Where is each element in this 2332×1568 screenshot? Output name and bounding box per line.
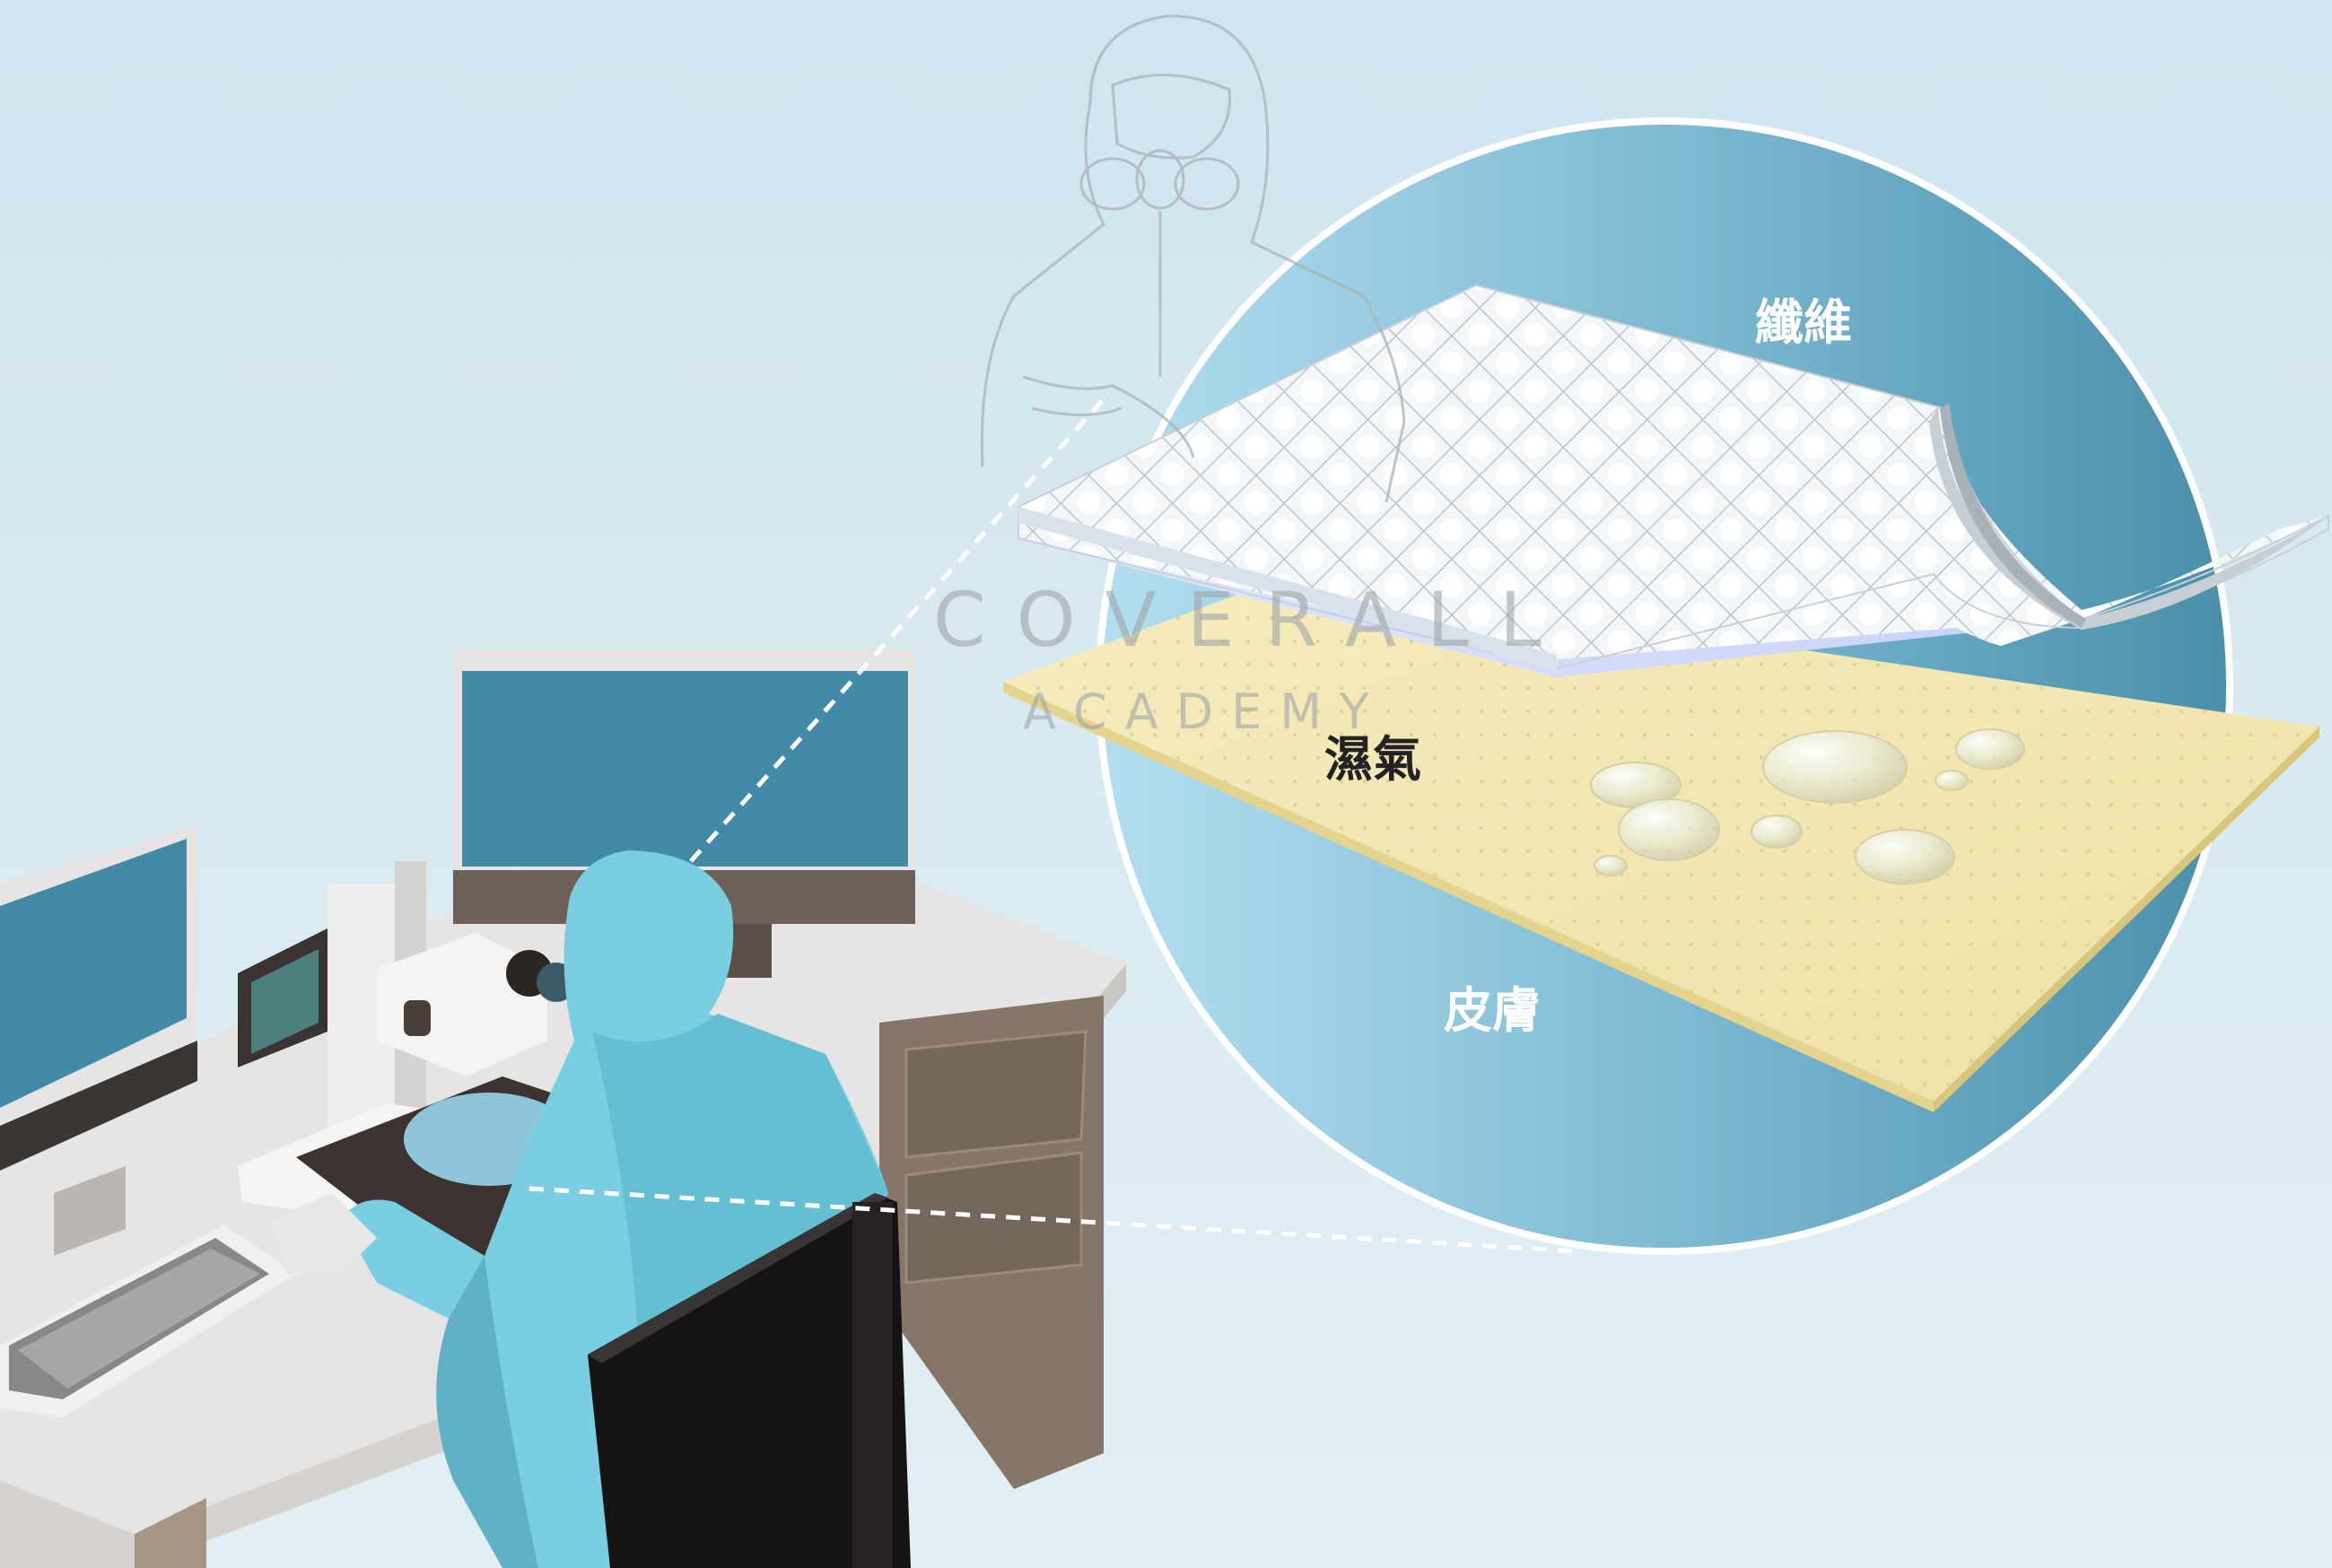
- magnified-view: 纖維 濕氣 皮膚: [1003, 118, 2329, 1255]
- fiber-layer: [1018, 283, 2329, 671]
- hazmat-figure-icon: [980, 14, 1406, 503]
- projection-lines: [528, 397, 1580, 1254]
- watermark-line2: ACADEMY: [1023, 684, 1387, 740]
- keyboard: [0, 1224, 296, 1417]
- watermark: COVERALL ACADEMY: [933, 14, 1572, 740]
- lab-scene: [0, 397, 1580, 1568]
- fiber-label: 纖維: [1755, 294, 1852, 351]
- back-monitor: [453, 649, 915, 978]
- moisture-droplets: [1590, 728, 2025, 884]
- moisture-label: 濕氣: [1324, 731, 1421, 788]
- watermark-line1: COVERALL: [933, 576, 1572, 664]
- skin-label: 皮膚: [1444, 982, 1541, 1039]
- tablet: [238, 928, 328, 1067]
- chair: [588, 1193, 911, 1568]
- left-monitor: [0, 825, 197, 1256]
